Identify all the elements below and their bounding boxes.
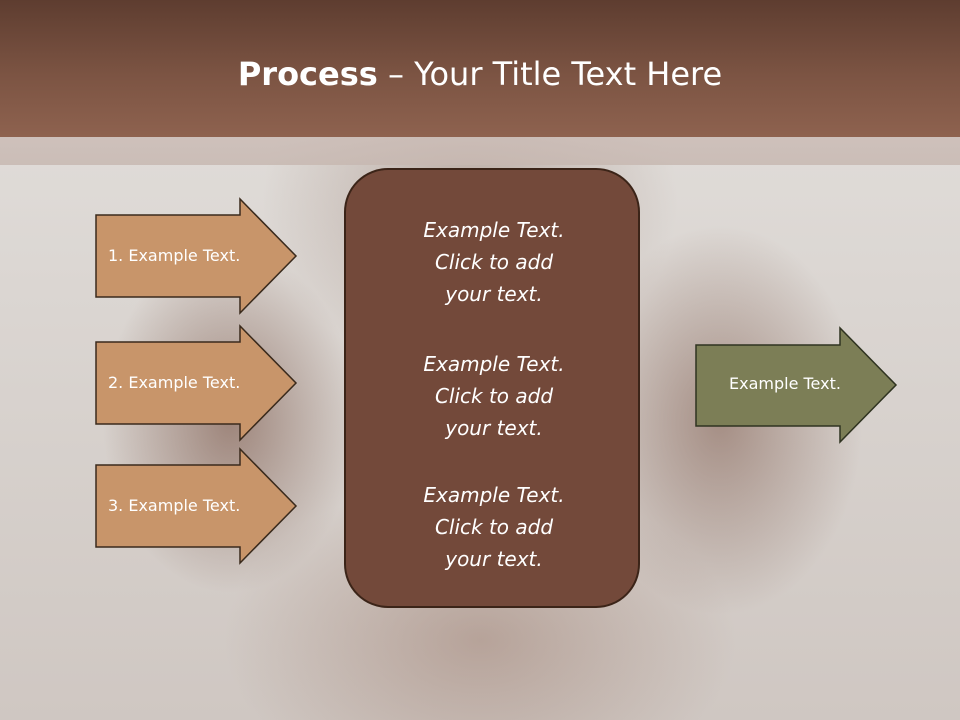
slide-title: Process – Your Title Text Here — [0, 50, 960, 98]
center-item-3: Example Text. Click to add your text. — [346, 479, 642, 575]
output-label: Example Text. — [729, 374, 841, 393]
center-item-2: Example Text. Click to add your text. — [346, 348, 642, 444]
center-item-2-line1: Example Text. — [423, 352, 565, 376]
title-bold: Process — [237, 55, 378, 93]
input-arrow-1[interactable] — [95, 197, 298, 315]
center-item-1-line1: Example Text. — [423, 218, 565, 242]
center-item-3-line3: your text. — [445, 547, 543, 571]
center-item-1-line2: Click to add — [434, 250, 554, 274]
center-item-2-line3: your text. — [445, 416, 543, 440]
center-item-1: Example Text. Click to add your text. — [346, 214, 642, 310]
input-arrow-3[interactable] — [95, 447, 298, 565]
header-bar — [0, 0, 960, 137]
title-rest: – Your Title Text Here — [377, 55, 723, 93]
input-label-1: 1. Example Text. — [108, 246, 241, 265]
input-arrow-2[interactable] — [95, 324, 298, 442]
input-label-2: 2. Example Text. — [108, 373, 241, 392]
output-arrow[interactable] — [695, 326, 898, 444]
header-band — [0, 137, 960, 165]
center-item-2-line2: Click to add — [434, 384, 554, 408]
center-item-3-line1: Example Text. — [423, 483, 565, 507]
center-item-1-line3: your text. — [445, 282, 543, 306]
center-text-box[interactable]: Example Text. Click to add your text. Ex… — [344, 168, 640, 608]
center-item-3-line2: Click to add — [434, 515, 554, 539]
input-label-3: 3. Example Text. — [108, 496, 241, 515]
